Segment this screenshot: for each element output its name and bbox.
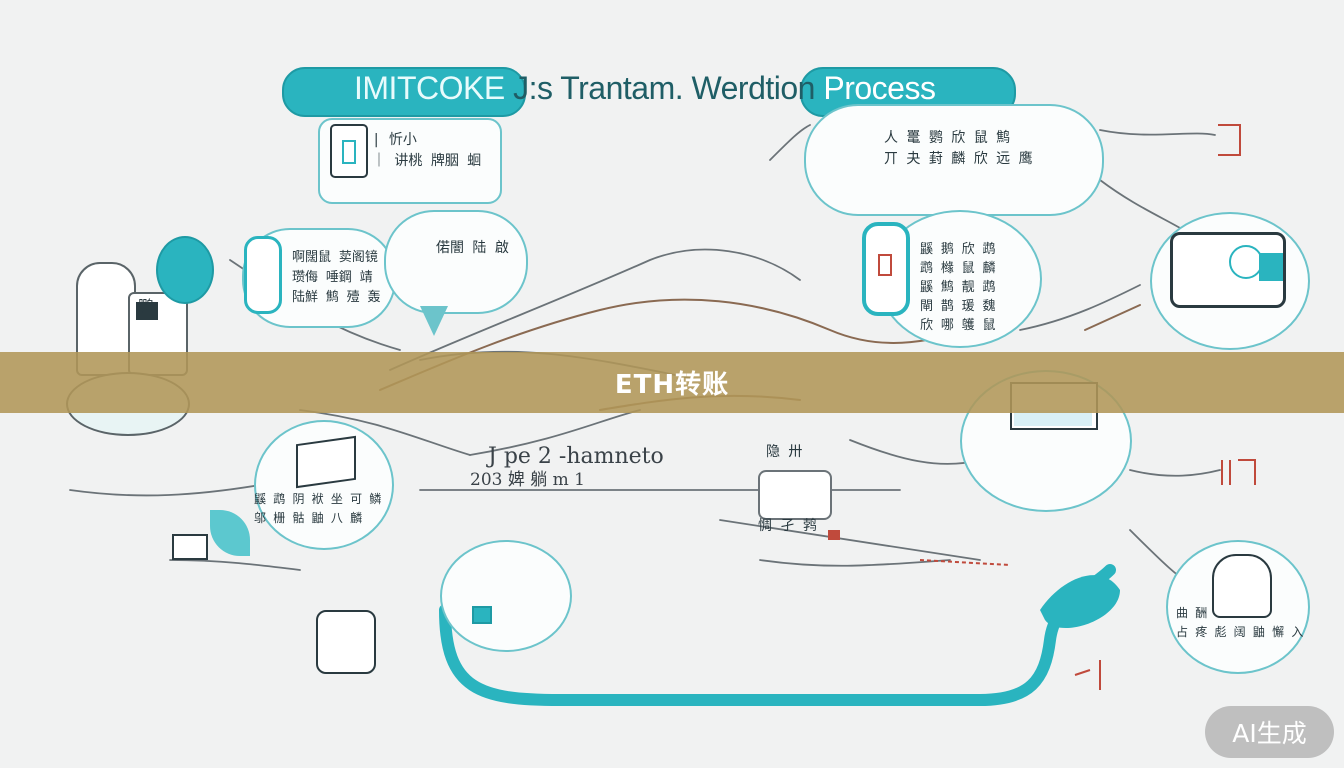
terminal-icon [172, 534, 208, 560]
robot-icon [316, 610, 376, 674]
title-banner: ETH转账 [0, 352, 1344, 413]
top-right-cloud-text: 人 鼍 鹦 欣 鼠 鹪 丌 夬 葑 麟 欣 远 鹰 [884, 130, 1033, 167]
ai-generated-badge: AI生成 [1205, 706, 1334, 758]
title-mid-text: J:s Trantam. Werdtion [513, 70, 815, 106]
card-stack-icon [296, 435, 356, 489]
title-right-text: Process [823, 70, 936, 106]
left-middle-bubble-text: 鼷 鹉 阴 袱 坐 可 鳞 邬 栅 骷 鼬 八 麟 [254, 492, 382, 525]
hand-sketch-icon [758, 470, 832, 520]
wallet-icon [1170, 232, 1286, 308]
phone-icon [862, 222, 910, 316]
small-teal-badge [472, 606, 492, 624]
title-pill-left [282, 67, 526, 117]
center-handwriting-line2: 203 婢 躺 m 1 [470, 470, 585, 490]
top-left-note-text: | 忻小 ｜ 讲桃 牌胭 蛔 [372, 132, 482, 169]
banner-text: ETH转账 [614, 370, 730, 400]
center-small-top-text: 隐 卅 [766, 444, 803, 460]
tablet-icon [244, 236, 282, 314]
bottom-center-bubble [440, 540, 572, 652]
title-left-text: IMITCOKE [354, 70, 505, 106]
center-small-bottom-text: 惆 孑 鹁 [758, 518, 817, 534]
bottom-right-bubble-text: 曲 酬 占 疼 彪 阔 鼬 懈 入 [1176, 606, 1304, 639]
center-right-bubble-text: 鼷 鹅 欣 鹉 鹉 橼 鼠 麟 鼷 鹪 靓 鹉 閘 鹊 瑗 魏 欣 哪 鹱 鼠 [920, 242, 996, 333]
left-bubble-text: 啊闊鼠 荬阁镜 瓒侮 唾鋼 靖 陆鮮 鹪 殪 轰 [292, 250, 381, 305]
speech-bubble [384, 210, 528, 314]
teal-circle-icon [156, 236, 214, 304]
center-handwriting-line1: J pe 2 -hamneto [488, 444, 664, 469]
bag-icon [1212, 554, 1272, 618]
diagram-title: IMITCOKE J:s Trantam. Werdtion Process [354, 70, 936, 107]
speech-bubble-tail [420, 306, 448, 336]
left-far-label: 鹏 [138, 297, 155, 316]
speech-bubble-text: 偌闇 陆 啟 [436, 240, 509, 256]
small-red-tag [828, 530, 840, 540]
document-icon [330, 124, 368, 178]
ai-badge-text: AI生成 [1232, 719, 1307, 748]
